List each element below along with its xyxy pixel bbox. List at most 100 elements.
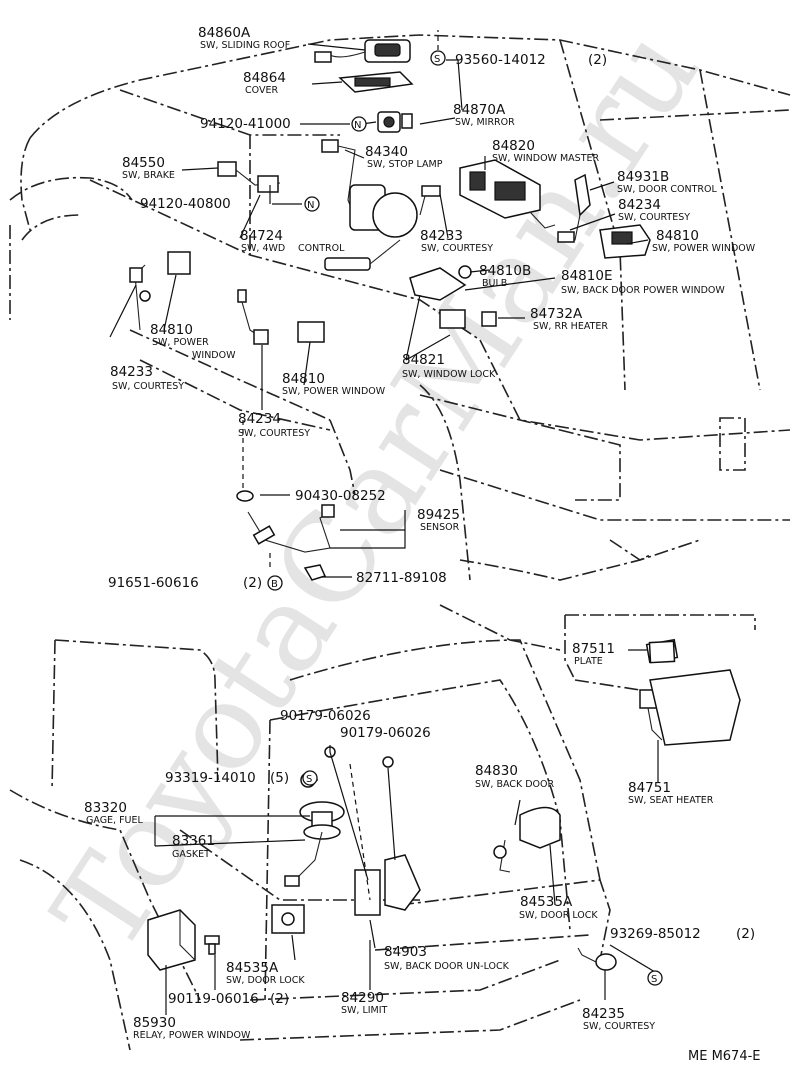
part-number: 84810B [479, 263, 531, 279]
part-number: 90179-06026 [280, 708, 371, 724]
courtesy-switch-rear [577, 947, 617, 971]
part-number: 84290 [341, 990, 384, 1006]
sliding-roof-switch [314, 39, 411, 63]
part-description: RELAY, POWER WINDOW [133, 1030, 251, 1041]
svg-text:N: N [354, 120, 361, 131]
part-number: 84830 [475, 763, 518, 779]
part-number: 84724 [240, 228, 283, 244]
part-number: 91651-60616 [108, 575, 199, 591]
part-number: 84864 [243, 70, 286, 86]
back-door-switch [493, 806, 561, 873]
power-window-switch-right [599, 224, 651, 259]
power-window-relay [147, 909, 196, 971]
part-number: 84234 [618, 197, 661, 213]
part-labels: 84860A SW, SLIDING ROOF 84864 COVER 9356… [84, 25, 756, 1041]
part-description: SW, SEAT HEATER [628, 795, 714, 806]
part-description: BULB [482, 278, 507, 289]
part-number: 84810 [656, 228, 699, 244]
part-description: SW, BRAKE [122, 170, 175, 181]
part-description: SW, LIMIT [341, 1005, 388, 1016]
part-number: 84732A [530, 306, 583, 322]
diagram-code: ME M674-E [688, 1049, 761, 1064]
part-number: 85930 [133, 1015, 176, 1031]
part-description: SW, WINDOW LOCK [402, 369, 496, 380]
part-number: 84235 [582, 1006, 625, 1022]
part-description: SW, BACK DOOR [475, 779, 554, 790]
back-door-power-window-switch [409, 265, 497, 329]
part-number: 84860A [198, 25, 251, 41]
vehicle-body-top [9, 34, 791, 581]
part-number: 84820 [492, 138, 535, 154]
part-number: 84810 [282, 371, 325, 387]
svg-text:S: S [434, 54, 440, 65]
part-description: SW, DOOR LOCK [226, 975, 305, 986]
part-number: 84810E [561, 268, 612, 284]
part-description: SW, BACK DOOR POWER WINDOW [561, 285, 725, 296]
part-number: 84903 [384, 944, 427, 960]
brake-switch [217, 161, 281, 193]
part-number: 87511 [572, 641, 615, 657]
svg-text:N: N [307, 200, 314, 211]
part-description: SW, COURTESY [112, 381, 184, 392]
part-number: 84810 [150, 322, 193, 338]
part-number: 83361 [172, 833, 215, 849]
part-description: SW, COURTESY [583, 1021, 655, 1032]
part-description-line2: WINDOW [192, 350, 236, 361]
roof-switch-cover [338, 71, 414, 93]
part-number: 84751 [628, 780, 671, 796]
part-description: SW, MIRROR [455, 117, 515, 128]
part-description: COVER [245, 85, 278, 96]
mirror-switch [377, 111, 413, 133]
vehicle-body-bottom [9, 604, 756, 1051]
svg-text:B: B [271, 579, 278, 590]
fuel-gage [284, 772, 345, 887]
part-number: 84931B [617, 169, 669, 185]
part-quantity: (2) [270, 991, 289, 1007]
part-description: GASKET [172, 849, 210, 860]
part-number: 84535A [520, 894, 573, 910]
4wd-control-switch [324, 239, 401, 271]
part-description: SW, BACK DOOR UN-LOCK [384, 961, 510, 972]
sensor-assembly [236, 490, 335, 553]
part-description: SW, 4WD [241, 243, 285, 254]
part-number: 84821 [402, 352, 445, 368]
part-description: SW, COURTESY [618, 212, 690, 223]
part-number: 84340 [365, 144, 408, 160]
part-description: SW, RR HEATER [533, 321, 608, 332]
part-description: SW, DOOR CONTROL [617, 184, 717, 195]
part-description: SW, SLIDING ROOF [200, 40, 290, 51]
circled-marks: S N N B S S [267, 50, 663, 986]
part-number: 84233 [110, 364, 153, 380]
part-description: GAGE, FUEL [86, 815, 144, 826]
part-description-line2: CONTROL [298, 243, 345, 254]
part-number: 90119-06016 [168, 991, 259, 1007]
part-number: 93319-14010 [165, 770, 256, 786]
part-description: SW, DOOR LOCK [519, 910, 598, 921]
door-control-switch [557, 173, 591, 243]
stop-lamp-switch [321, 139, 418, 238]
plate-icon [648, 640, 676, 664]
courtesy-switch-center [419, 185, 441, 216]
part-number: 90179-06026 [340, 725, 431, 741]
part-number: 93269-85012 [610, 926, 701, 942]
part-quantity: (2) [243, 575, 262, 591]
part-description: SW, COURTESY [421, 243, 493, 254]
clip [303, 564, 327, 581]
part-number: 89425 [417, 507, 460, 523]
window-master-switch [459, 159, 556, 229]
part-number: 84870A [453, 102, 506, 118]
svg-text:S: S [306, 774, 312, 785]
part-description: PLATE [574, 656, 603, 667]
door-lock-switch-left [271, 904, 305, 934]
part-description: SW, STOP LAMP [367, 159, 443, 170]
part-description: SENSOR [420, 522, 460, 533]
part-number: 84234 [238, 411, 281, 427]
svg-text:S: S [651, 974, 657, 985]
screw [204, 935, 220, 955]
part-description: SW, POWER [152, 337, 209, 348]
leader-lines [109, 30, 659, 1015]
part-quantity: (5) [270, 770, 289, 786]
part-number: 83320 [84, 800, 127, 816]
part-number: 84233 [420, 228, 463, 244]
